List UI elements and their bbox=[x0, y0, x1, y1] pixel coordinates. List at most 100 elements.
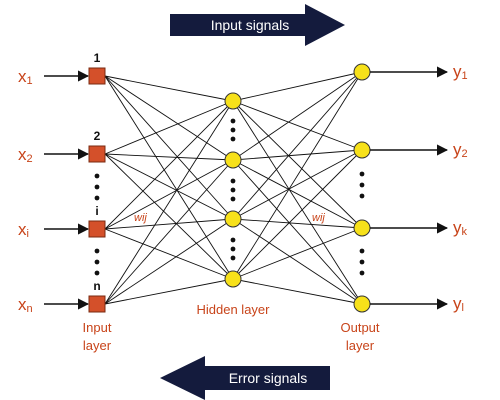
input-signals-label: Input signals bbox=[211, 17, 290, 33]
ellipsis-dot bbox=[230, 237, 236, 243]
edge-input-hidden bbox=[104, 159, 234, 230]
output-label-yk: yk bbox=[453, 218, 468, 238]
edge-input-hidden bbox=[104, 75, 234, 220]
input-node-index: 1 bbox=[94, 51, 101, 65]
edge-input-hidden bbox=[104, 278, 234, 305]
output-layer-label-line1: Output bbox=[340, 320, 379, 335]
ellipsis-dot bbox=[230, 118, 236, 124]
output-label-y1: y1 bbox=[453, 62, 468, 82]
edge-hidden-output bbox=[232, 218, 363, 305]
edge-input-hidden bbox=[104, 153, 234, 161]
input-label-x1: x1 bbox=[18, 67, 33, 87]
circle-neuron-icon bbox=[224, 210, 242, 228]
input-label-xi: xi bbox=[18, 220, 29, 240]
ellipsis-dot bbox=[230, 187, 236, 193]
circle-neuron-icon bbox=[353, 141, 371, 159]
ellipsis-dot bbox=[230, 196, 236, 202]
edge-hidden-output bbox=[232, 159, 363, 229]
ellipsis-dot bbox=[359, 182, 365, 188]
edge-input-hidden bbox=[104, 100, 234, 230]
edge-hidden-output bbox=[232, 71, 363, 102]
edge-input-hidden bbox=[104, 153, 234, 220]
ellipsis-dot bbox=[359, 248, 365, 254]
output-layer-label: Output layer bbox=[340, 320, 379, 353]
square-node-icon bbox=[88, 295, 106, 313]
edge-input-hidden bbox=[104, 218, 234, 305]
input-node-index: 2 bbox=[94, 129, 101, 143]
edge-input-hidden bbox=[104, 75, 234, 161]
square-node-icon bbox=[88, 220, 106, 238]
edge-hidden-output bbox=[232, 100, 363, 305]
ellipsis-dot bbox=[230, 178, 236, 184]
edge-hidden-output bbox=[232, 71, 363, 220]
edge-hidden-output bbox=[232, 100, 363, 151]
input-node-index: i bbox=[95, 204, 98, 218]
input-layer-label-line2: layer bbox=[83, 338, 112, 353]
input-arrows bbox=[44, 70, 90, 310]
output-arrows bbox=[370, 66, 449, 310]
ellipsis-dot bbox=[94, 259, 100, 265]
edge-input-hidden bbox=[104, 228, 234, 280]
hidden-layer-nodes bbox=[224, 92, 242, 288]
ellipsis-dot bbox=[94, 270, 100, 276]
edge-input-hidden bbox=[104, 100, 234, 305]
input-signals-arrow: Input signals bbox=[170, 4, 345, 46]
circle-neuron-icon bbox=[353, 219, 371, 237]
ellipsis-dot bbox=[94, 248, 100, 254]
circle-neuron-icon bbox=[224, 151, 242, 169]
square-node-icon bbox=[88, 67, 106, 85]
weight-label-input-hidden: wij bbox=[134, 212, 147, 224]
edge-hidden-output bbox=[232, 278, 363, 305]
output-layer-label-line2: layer bbox=[346, 338, 375, 353]
error-signals-arrow-shape bbox=[160, 356, 330, 400]
connection-edges bbox=[104, 71, 363, 305]
input-labels: x1 x2 xi xn bbox=[18, 67, 33, 315]
output-label-yl: yl bbox=[453, 294, 464, 314]
error-signals-label: Error signals bbox=[229, 370, 308, 386]
error-signals-arrow: Error signals bbox=[160, 356, 330, 400]
hidden-layer-label: Hidden layer bbox=[197, 302, 271, 317]
edge-hidden-output bbox=[232, 218, 363, 229]
output-labels: y1 y2 yk yl bbox=[453, 62, 468, 314]
output-label-y2: y2 bbox=[453, 140, 468, 160]
input-layer-label-line1: Input bbox=[83, 320, 112, 335]
edge-hidden-output bbox=[232, 100, 363, 229]
edge-hidden-output bbox=[232, 149, 363, 280]
edge-hidden-output bbox=[232, 159, 363, 305]
edge-hidden-output bbox=[232, 149, 363, 161]
input-node-indices: 1 2 i n bbox=[93, 51, 100, 293]
weight-label-hidden-output: wij bbox=[312, 212, 325, 224]
ellipsis-dot bbox=[94, 195, 100, 201]
input-layer-nodes bbox=[88, 67, 106, 313]
edge-hidden-output bbox=[232, 71, 363, 280]
input-label-xn: xn bbox=[18, 295, 33, 315]
circle-neuron-icon bbox=[353, 63, 371, 81]
ellipsis-dot bbox=[359, 270, 365, 276]
square-node-icon bbox=[88, 145, 106, 163]
edge-hidden-output bbox=[232, 149, 363, 220]
ellipsis-dot bbox=[94, 173, 100, 179]
input-node-index: n bbox=[93, 279, 100, 293]
circle-neuron-icon bbox=[224, 92, 242, 110]
ellipsis-dot bbox=[359, 259, 365, 265]
input-layer-label: Input layer bbox=[83, 320, 112, 353]
circle-neuron-icon bbox=[353, 295, 371, 313]
edge-input-hidden bbox=[104, 75, 234, 280]
edge-input-hidden bbox=[104, 218, 234, 230]
ellipsis-dot bbox=[230, 127, 236, 133]
ellipsis-dot bbox=[230, 255, 236, 261]
circle-neuron-icon bbox=[224, 270, 242, 288]
ellipsis-dot bbox=[94, 184, 100, 190]
ellipsis-dot bbox=[230, 136, 236, 142]
ellipsis-dot bbox=[359, 193, 365, 199]
edge-input-hidden bbox=[104, 75, 234, 102]
ellipsis-dot bbox=[359, 171, 365, 177]
edge-input-hidden bbox=[104, 100, 234, 155]
input-label-x2: x2 bbox=[18, 145, 33, 165]
edge-input-hidden bbox=[104, 153, 234, 280]
edge-hidden-output bbox=[232, 71, 363, 161]
edge-input-hidden bbox=[104, 159, 234, 305]
vertical-dots-icon bbox=[94, 118, 365, 276]
ellipsis-dot bbox=[230, 246, 236, 252]
